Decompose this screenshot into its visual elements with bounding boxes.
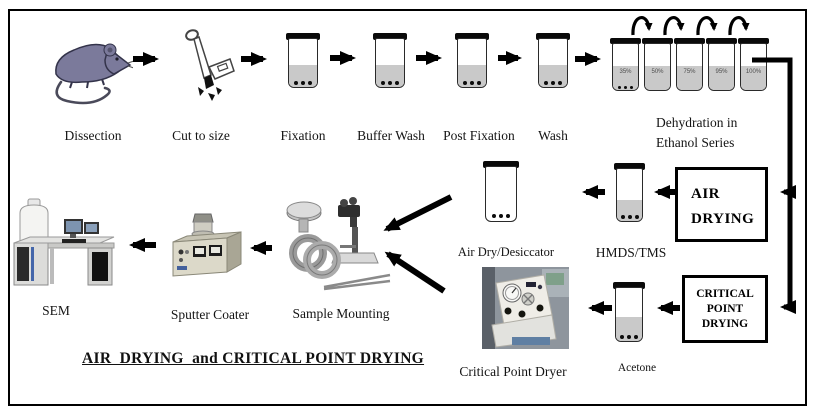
wash-label: Wash xyxy=(538,128,568,143)
vial-liquid: 75% xyxy=(677,66,702,90)
ethanol-vial-50: 50% xyxy=(642,38,673,91)
vial-body: 100% xyxy=(740,43,767,91)
vial-cap xyxy=(738,38,769,44)
air-drying-box-line2: DRYING xyxy=(691,211,755,227)
critical-point-drying-box: CRITICAL POINT DRYING xyxy=(682,275,768,343)
dissection-label: Dissection xyxy=(64,128,122,143)
vial-body xyxy=(288,38,318,88)
vial-liquid: 35% xyxy=(613,66,638,90)
vial-body xyxy=(538,38,568,88)
vial-cap xyxy=(610,38,641,44)
ethanol-vial-35: 35% xyxy=(610,38,641,91)
vial-cap xyxy=(455,33,489,40)
ethanol-vial-100: 100% xyxy=(738,38,769,91)
acetone-vial xyxy=(613,282,645,342)
dehydration-label-line2: Ethanol Series xyxy=(656,135,735,150)
diagram-title: AIR DRYING and CRITICAL POINT DRYING xyxy=(82,350,425,367)
sample-mounting-image xyxy=(286,197,391,291)
critical-point-dryer-image xyxy=(482,267,569,349)
vial-liquid: 100% xyxy=(741,66,766,90)
vial-cap xyxy=(286,33,320,40)
vial-body: 75% xyxy=(676,43,703,91)
air-dry-desiccator-label: Air Dry/Desiccator xyxy=(457,245,555,259)
air-dry-desiccator-vial xyxy=(483,161,519,222)
ethanol-percent-label: 50% xyxy=(651,69,664,76)
cpd-box-line2: POINT xyxy=(706,302,744,315)
vial-body xyxy=(485,166,517,222)
specimen-dots xyxy=(617,215,642,219)
critical-point-dryer-label: Critical Point Dryer xyxy=(459,364,567,379)
vial-cap xyxy=(706,38,737,44)
sputter-coater-image xyxy=(172,213,242,277)
cpd-box-line3: DRYING xyxy=(701,317,749,330)
dissection-rat-image xyxy=(55,43,133,105)
vial-cap xyxy=(536,33,570,40)
wash-vial xyxy=(536,33,570,88)
vial-body xyxy=(375,38,405,88)
sputter-coater-label: Sputter Coater xyxy=(170,307,250,322)
cut-to-size-label: Cut to size xyxy=(172,128,230,143)
dehydration-label-line1: Dehydration in xyxy=(656,115,738,130)
vial-cap xyxy=(642,38,673,44)
ethanol-percent-label: 75% xyxy=(683,69,696,76)
sem-image xyxy=(13,198,115,286)
sample-mounting-label: Sample Mounting xyxy=(292,306,390,321)
buffer-wash-label: Buffer Wash xyxy=(357,128,425,143)
post-fixation-vial xyxy=(455,33,489,88)
specimen-dots xyxy=(376,81,404,85)
ethanol-percent-label: 100% xyxy=(745,69,762,76)
vial-liquid: 95% xyxy=(709,66,734,90)
vial-cap xyxy=(613,282,645,289)
specimen-dots xyxy=(616,335,642,339)
specimen-dots xyxy=(539,81,567,85)
vial-body xyxy=(615,287,643,342)
sem-label: SEM xyxy=(42,303,70,318)
vial-cap xyxy=(483,161,519,168)
air-drying-box-line1: AIR xyxy=(691,186,721,202)
vial-body xyxy=(457,38,487,88)
specimen-dots xyxy=(289,81,317,85)
specimen-dots xyxy=(458,81,486,85)
hmds-tms-label: HMDS/TMS xyxy=(595,245,667,260)
fixation-label: Fixation xyxy=(280,128,326,143)
post-fixation-label: Post Fixation xyxy=(443,128,515,143)
buffer-wash-vial xyxy=(373,33,407,88)
cut-to-size-scalpel-image xyxy=(185,29,235,101)
vial-cap xyxy=(674,38,705,44)
specimen-dots xyxy=(486,214,516,218)
vial-body: 35% xyxy=(612,43,639,91)
acetone-label: Acetone xyxy=(617,362,657,374)
specimen-dots xyxy=(613,85,638,89)
ethanol-percent-label: 95% xyxy=(715,69,728,76)
vial-body: 95% xyxy=(708,43,735,91)
ethanol-percent-label: 35% xyxy=(619,69,632,76)
vial-body: 50% xyxy=(644,43,671,91)
ethanol-vial-95: 95% xyxy=(706,38,737,91)
fixation-vial xyxy=(286,33,320,88)
ethanol-vial-75: 75% xyxy=(674,38,705,91)
air-drying-box: AIR DRYING xyxy=(675,167,768,242)
vial-cap xyxy=(614,163,645,170)
hmds-tms-vial xyxy=(614,163,645,222)
vial-liquid: 50% xyxy=(645,66,670,90)
cpd-box-line1: CRITICAL xyxy=(696,287,754,300)
vial-cap xyxy=(373,33,407,40)
vial-body xyxy=(616,168,643,222)
